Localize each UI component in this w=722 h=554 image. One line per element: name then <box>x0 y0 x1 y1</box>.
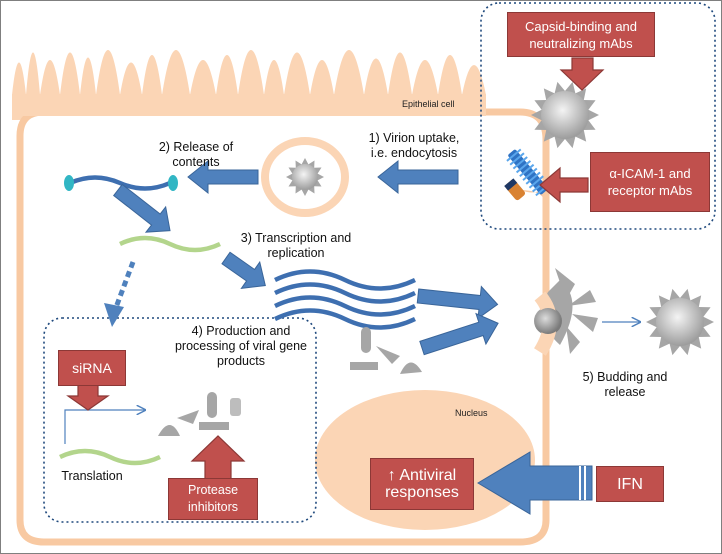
protease-inhibitors-box: Protease inhibitors <box>168 478 258 520</box>
arrow-to-green-rna <box>112 183 171 233</box>
capsid-arrow <box>559 57 605 91</box>
step2-label: 2) Release of contents <box>146 140 246 170</box>
translation-label: Translation <box>61 469 123 483</box>
virion-capsid <box>541 91 589 139</box>
step4-line2: processing of viral gene <box>174 339 308 353</box>
step1-label: 1) Virion uptake, i.e. endocytosis <box>358 131 470 161</box>
viral-protein-fragments <box>350 327 422 374</box>
apical-band <box>12 94 486 116</box>
sirna-arrow <box>66 384 110 411</box>
viral-rna-strand <box>69 175 171 191</box>
step2-line1: 2) Release of <box>158 140 234 154</box>
rna-5prime-cap <box>64 175 74 191</box>
rna-3prime-cap <box>168 175 178 191</box>
step1-line1: 1) Virion uptake, <box>368 131 460 145</box>
step1-line2: i.e. endocytosis <box>370 146 458 160</box>
ifn-arrow-stripes <box>579 466 586 500</box>
virion-capsid <box>656 298 704 346</box>
protease-line2: inhibitors <box>187 500 239 514</box>
step5-line2: release <box>604 385 646 399</box>
translated-rna <box>59 448 161 466</box>
positive-strand-rna <box>119 235 221 253</box>
step3-line2: replication <box>267 246 325 260</box>
ifn-box: IFN <box>596 466 664 502</box>
virion-in-endosome <box>286 158 324 196</box>
antiviral-line2: responses <box>385 484 459 501</box>
replicated-rna-strands <box>274 269 416 330</box>
icam-line2: receptor mAbs <box>607 183 693 198</box>
arrow-release <box>187 159 259 195</box>
sirna-box: siRNA <box>58 350 126 386</box>
step3-label: 3) Transcription and replication <box>226 231 366 261</box>
budding-core <box>535 308 561 334</box>
arrow-to-budding <box>416 285 499 320</box>
translation-arrow <box>64 410 145 444</box>
antiviral-line1: ↑ Antiviral <box>387 467 457 484</box>
virion-extracellular <box>531 81 599 149</box>
process-arrows <box>112 159 499 356</box>
translated-protein-fragments <box>158 392 241 436</box>
step2-line2: contents <box>172 155 220 169</box>
ifn-arrow <box>477 451 593 515</box>
arrow-uptake <box>377 159 459 195</box>
virion-capsid <box>292 164 318 190</box>
icam-arrow <box>539 166 589 204</box>
therapy-arrows <box>66 57 605 489</box>
dotted-arrow-to-translation <box>104 261 136 327</box>
icam-mabs-box: α-ICAM-1 and receptor mAbs <box>590 152 710 212</box>
virion-released <box>646 288 714 356</box>
extracellular-therapy-region <box>480 2 716 230</box>
step4-line3: products <box>217 354 265 368</box>
step4-label: 4) Production and processing of viral ge… <box>168 324 314 369</box>
protease-line1: Protease <box>187 483 239 497</box>
icam-line1: α-ICAM-1 and <box>609 166 691 181</box>
step3-line1: 3) Transcription and <box>240 231 352 245</box>
arrow-protein-to-budding <box>419 312 499 356</box>
step5-line1: 5) Budding and <box>582 370 668 384</box>
receptor-anchor <box>504 178 526 201</box>
capsid-line2: neutralizing mAbs <box>529 35 633 51</box>
arrow-transcription <box>221 251 266 289</box>
step5-label: 5) Budding and release <box>575 370 675 400</box>
capsid-line1: Capsid-binding and <box>524 18 638 34</box>
epithelial-cell-label: Epithelial cell <box>402 99 455 109</box>
step4-line1: 4) Production and <box>191 324 291 338</box>
nucleus-label: Nucleus <box>455 408 488 418</box>
